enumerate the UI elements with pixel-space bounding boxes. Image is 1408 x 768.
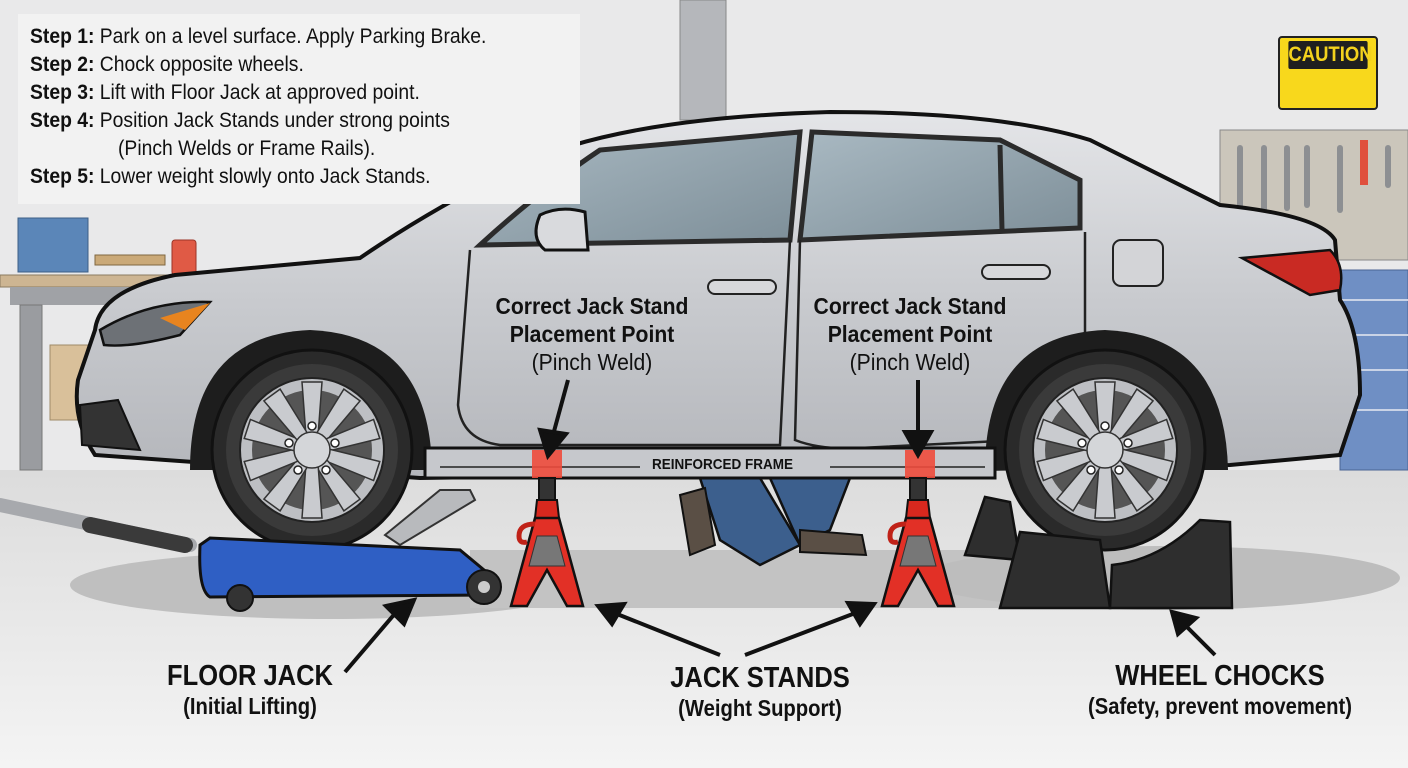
bench-vise-icon: [17, 217, 89, 273]
rear-wheel: [1003, 348, 1207, 552]
support-column: [679, 0, 727, 121]
step-item: Step 4: Position Jack Stands under stron…: [30, 109, 450, 132]
rocker-panel: [423, 446, 997, 480]
arrow-stand-front: [611, 610, 721, 657]
callout-arrows: [343, 379, 1217, 674]
tail-light: [1237, 248, 1343, 297]
placement-label-rear: Correct Jack Stand Placement Point (Pinc…: [813, 293, 1007, 375]
wheel-chocks-label: WHEEL CHOCKS (Safety, prevent movement): [1088, 660, 1352, 719]
caution-sign-text: CAUTION: [1288, 41, 1373, 69]
caution-sign: CAUTION: [1278, 36, 1378, 110]
door-handle-front: [707, 279, 777, 295]
arrow-placement-front: [551, 379, 570, 436]
step-item: Step 3: Lift with Floor Jack at approved…: [30, 81, 420, 104]
fuel-door: [1112, 239, 1164, 287]
side-mirror: [534, 207, 590, 252]
arrow-wheel-chocks: [1183, 623, 1217, 657]
step-item: Step 1: Park on a level surface. Apply P…: [30, 25, 487, 48]
step-item: Step 2: Chock opposite wheels.: [30, 53, 304, 76]
step-item: Step 5: Lower weight slowly onto Jack St…: [30, 165, 431, 188]
front-vent: [78, 398, 142, 452]
wheel-chocks: [963, 495, 1234, 610]
instructions-panel: Step 1: Park on a level surface. Apply P…: [18, 14, 580, 204]
floor-jack-label: FLOOR JACK (Initial Lifting): [167, 660, 333, 719]
oil-can-icon: [171, 239, 197, 276]
hammer-icon: [94, 254, 166, 266]
reinforced-frame-label: REINFORCED FRAME: [652, 456, 794, 473]
mechanic-legs: [678, 476, 868, 567]
step-item-continuation: (Pinch Welds or Frame Rails).: [118, 137, 376, 160]
arrow-stand-rear: [744, 610, 859, 657]
floor-jack: [0, 489, 502, 612]
arrow-floor-jack: [343, 608, 400, 674]
placement-label-front: Correct Jack Stand Placement Point (Pinc…: [495, 293, 689, 375]
door-handle-rear: [981, 264, 1051, 280]
jack-stands-label: JACK STANDS (Weight Support): [670, 662, 850, 721]
front-wheel: [210, 348, 414, 552]
